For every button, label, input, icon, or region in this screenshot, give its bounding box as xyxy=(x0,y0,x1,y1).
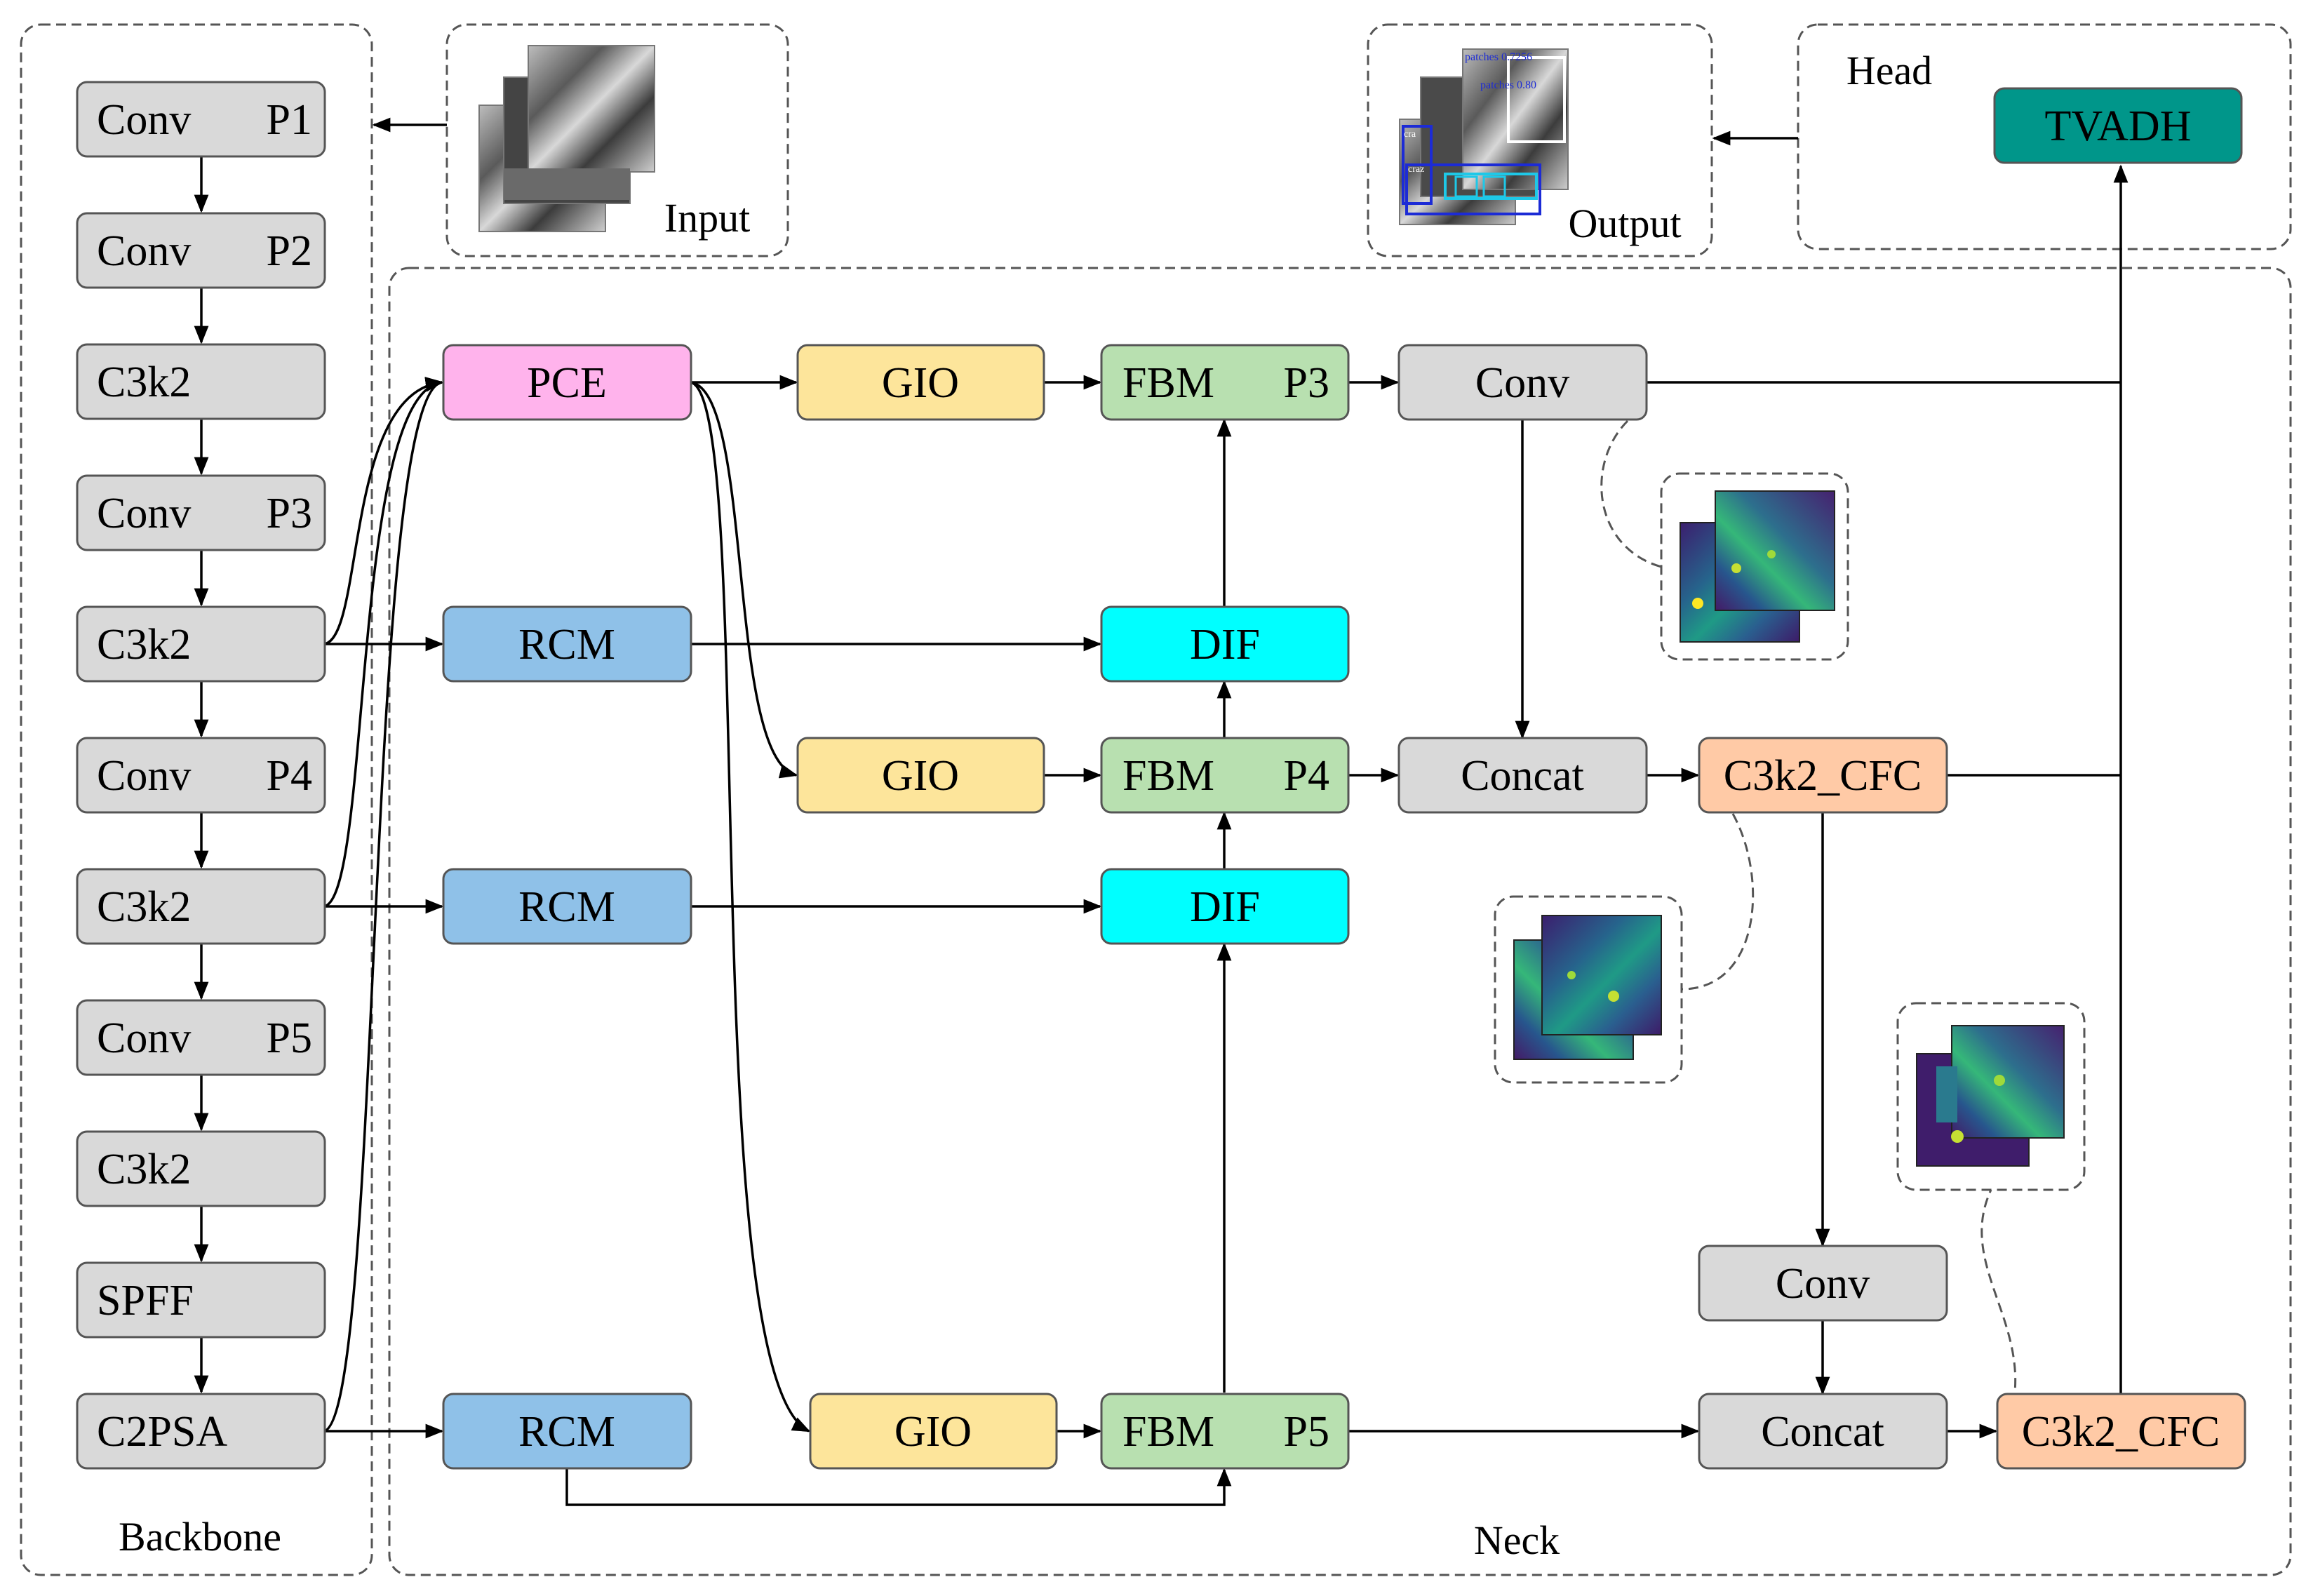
rcm-block-1[interactable]: RCM xyxy=(442,605,692,683)
thumbnail-leaders xyxy=(1600,420,2017,1404)
gio-block-1[interactable]: GIO xyxy=(796,344,1045,421)
fbm-label-3: FBM xyxy=(1122,1408,1214,1456)
conv-top-block[interactable]: Conv xyxy=(1397,344,1648,421)
backbone-node-label-8: Conv xyxy=(97,1014,191,1062)
c3k2cfc-mid-label: C3k2_CFC xyxy=(1724,752,1922,800)
tvadh-label: TVADH xyxy=(2045,102,2192,150)
neck-frame xyxy=(388,267,2292,1576)
backbone-node-2[interactable]: Conv P2 xyxy=(76,212,326,289)
input-image xyxy=(478,45,655,232)
rcm-label-1: RCM xyxy=(518,621,615,669)
rcm-label-2: RCM xyxy=(518,883,615,931)
rcm-label-3: RCM xyxy=(518,1408,615,1456)
backbone-node-tag-1: P1 xyxy=(267,96,312,144)
dif-block-2[interactable]: DIF xyxy=(1100,868,1350,945)
pce-block[interactable]: PCE xyxy=(442,344,692,421)
output-detection-3: cra xyxy=(1404,129,1416,140)
backbone-node-label-4: Conv xyxy=(97,490,191,537)
backbone-node-tag-2: P2 xyxy=(267,227,312,275)
c3k2cfc-mid-block[interactable]: C3k2_CFC xyxy=(1698,737,1948,814)
tvadh-block[interactable]: TVADH xyxy=(1993,87,2243,164)
connectors xyxy=(194,117,2129,1506)
backbone-node-8[interactable]: Conv P5 xyxy=(76,999,326,1076)
c3k2cfc-low-block[interactable]: C3k2_CFC xyxy=(1996,1393,2246,1470)
concat-mid-block[interactable]: Concat xyxy=(1397,737,1648,814)
concat-low-label: Concat xyxy=(1761,1408,1884,1456)
fbm-block-1[interactable]: FBM P3 xyxy=(1100,344,1350,421)
backbone-node-label-5: C3k2 xyxy=(97,621,191,669)
heatmap-thumbnail-2 xyxy=(1494,895,1683,1084)
region-frames xyxy=(20,23,2292,1576)
fbm-tag-3: P5 xyxy=(1284,1408,1329,1456)
backbone-label: Backbone xyxy=(119,1514,281,1560)
backbone-node-label-3: C3k2 xyxy=(97,358,191,406)
backbone-node-3[interactable]: C3k2 xyxy=(76,343,326,420)
backbone-node-4[interactable]: Conv P3 xyxy=(76,474,326,551)
head-frame xyxy=(1797,23,2292,250)
heatmap-thumbnail-3 xyxy=(1896,1002,2086,1191)
backbone-node-6[interactable]: Conv P4 xyxy=(76,737,326,814)
backbone-node-label-2: Conv xyxy=(97,227,191,275)
gio-block-3[interactable]: GIO xyxy=(809,1393,1058,1470)
backbone-node-10[interactable]: SPFF xyxy=(76,1261,326,1339)
gio-label-3: GIO xyxy=(894,1408,972,1456)
head-label: Head xyxy=(1846,48,1932,93)
output-detection-2: patches 0.80 xyxy=(1480,79,1536,91)
heatmap-thumbnail-1 xyxy=(1660,472,1849,661)
backbone-node-label-7: C3k2 xyxy=(97,883,191,931)
gio-label-2: GIO xyxy=(882,752,959,800)
c3k2cfc-low-label: C3k2_CFC xyxy=(2022,1408,2220,1456)
conv-low-block[interactable]: Conv xyxy=(1698,1245,1948,1322)
output-frame xyxy=(1367,23,1713,257)
backbone-node-label-11: C2PSA xyxy=(97,1408,227,1456)
neck-nodes: PCE RCM RCM RCM GIO GIO GIO FBM xyxy=(442,344,2246,1470)
backbone-node-11[interactable]: C2PSA xyxy=(76,1393,326,1470)
gio-block-2[interactable]: GIO xyxy=(796,737,1045,814)
backbone-node-5[interactable]: C3k2 xyxy=(76,605,326,683)
dif-label-1: DIF xyxy=(1190,621,1260,669)
backbone-node-tag-8: P5 xyxy=(267,1014,312,1062)
rcm-block-3[interactable]: RCM xyxy=(442,1393,692,1470)
concat-mid-label: Concat xyxy=(1461,752,1584,800)
backbone-node-label-10: SPFF xyxy=(97,1277,194,1325)
backbone-node-9[interactable]: C3k2 xyxy=(76,1130,326,1207)
backbone-node-label-6: Conv xyxy=(97,752,191,800)
output-image: patches 0.7256 patches 0.80 cra craz xyxy=(1399,48,1569,225)
conv-top-label: Conv xyxy=(1475,359,1569,407)
dif-block-1[interactable]: DIF xyxy=(1100,605,1350,683)
concat-low-block[interactable]: Concat xyxy=(1698,1393,1948,1470)
backbone-node-label-1: Conv xyxy=(97,96,191,144)
fbm-label-1: FBM xyxy=(1122,359,1214,407)
backbone-node-tag-4: P3 xyxy=(267,490,312,537)
fbm-label-2: FBM xyxy=(1122,752,1214,800)
backbone-node-label-9: C3k2 xyxy=(97,1146,191,1193)
fbm-tag-2: P4 xyxy=(1284,752,1329,800)
output-detection-1: patches 0.7256 xyxy=(1465,51,1532,63)
rcm-block-2[interactable]: RCM xyxy=(442,868,692,945)
fbm-tag-1: P3 xyxy=(1284,359,1329,407)
neck-label: Neck xyxy=(1474,1517,1560,1563)
backbone-node-tag-6: P4 xyxy=(267,752,312,800)
backbone-frame xyxy=(20,23,373,1576)
input-label: Input xyxy=(664,195,750,241)
dif-label-2: DIF xyxy=(1190,883,1260,931)
output-label: Output xyxy=(1568,201,1681,246)
backbone-node-7[interactable]: C3k2 xyxy=(76,868,326,945)
conv-low-label: Conv xyxy=(1776,1260,1870,1308)
output-detection-4: craz xyxy=(1408,164,1424,175)
fbm-block-3[interactable]: FBM P5 xyxy=(1100,1393,1350,1470)
gio-label-1: GIO xyxy=(882,359,959,407)
fbm-block-2[interactable]: FBM P4 xyxy=(1100,737,1350,814)
backbone-node-1[interactable]: Conv P1 xyxy=(76,81,326,158)
pce-label: PCE xyxy=(527,359,607,407)
